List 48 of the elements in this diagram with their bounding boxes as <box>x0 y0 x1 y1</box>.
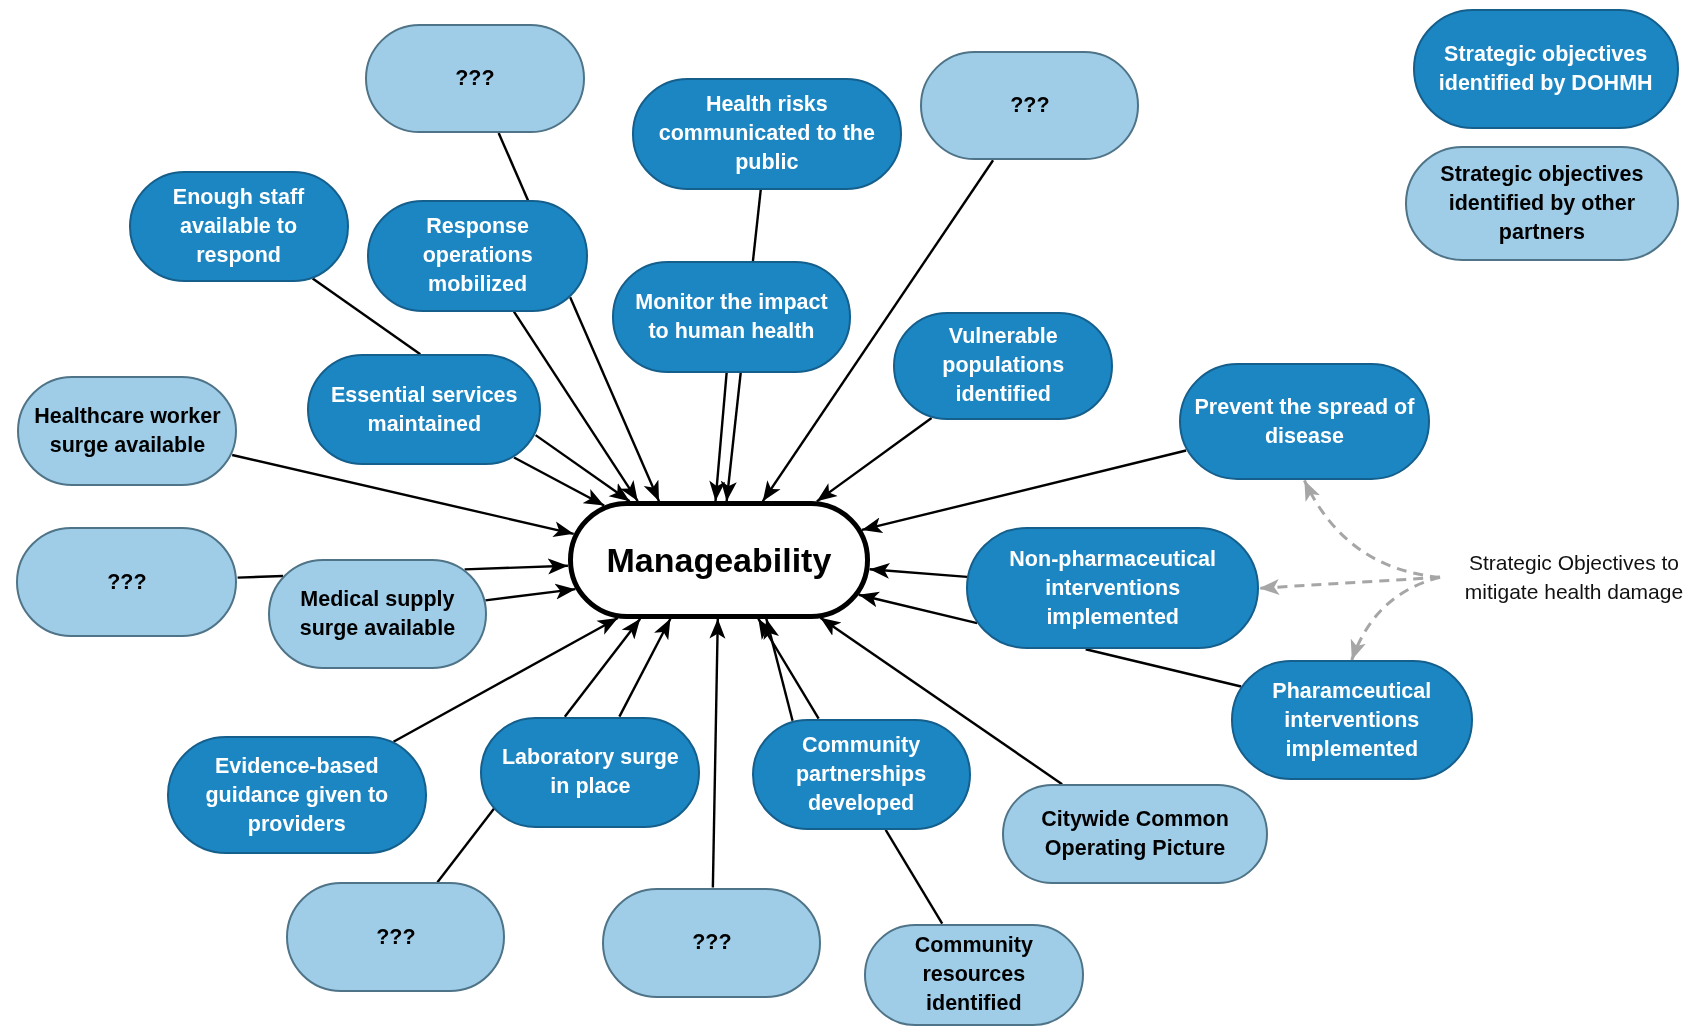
arrow <box>757 618 820 720</box>
arrow <box>819 616 1063 786</box>
arrow <box>858 591 978 625</box>
legend-text: Strategic objectives identified by other partners <box>1439 161 1645 247</box>
node-text: ??? <box>107 568 147 596</box>
arrow <box>720 372 742 502</box>
arrow <box>231 453 574 538</box>
node-text: Vulnerable populations identified <box>941 323 1066 409</box>
node-text: ??? <box>692 929 732 957</box>
arrow <box>563 617 642 718</box>
arrow <box>709 618 726 888</box>
arrow <box>392 616 619 743</box>
node-text: Manageability <box>606 539 832 580</box>
node-text: ??? <box>1010 92 1050 120</box>
arrow <box>618 618 672 718</box>
node-text: Response operations mobilized <box>421 213 534 299</box>
node-text: Community resources identified <box>913 932 1034 1018</box>
node-text: Monitor the impact to human health <box>634 288 829 345</box>
arrow <box>763 618 794 722</box>
node-text: Laboratory surge in place <box>500 744 680 801</box>
node-text: Non-pharmaceutical interventions implemented <box>1008 545 1218 631</box>
node-text: Community partnerships developed <box>794 731 928 817</box>
node-text: Pharamceutical interventions implemented <box>1271 677 1433 763</box>
arrow <box>761 159 995 503</box>
node-text: Healthcare worker surge available <box>33 402 222 459</box>
arrow <box>534 434 631 503</box>
dashed-arrow <box>1350 575 1441 661</box>
arrow <box>485 583 576 602</box>
node-text: Enough staff available to respond <box>171 184 306 270</box>
node-text: Evidence-based guidance given to providers <box>204 752 390 838</box>
central-concept-pill <box>567 501 871 619</box>
arrow <box>569 296 661 502</box>
arrow <box>869 562 968 579</box>
node-text: ??? <box>455 64 495 92</box>
arrow <box>464 558 568 575</box>
node-text: Essential services maintained <box>330 381 519 438</box>
arrow <box>512 310 639 502</box>
legend-text: Strategic objectives identified by DOHMH <box>1437 40 1654 97</box>
node-text: Health risks communicated to the public <box>657 91 876 177</box>
node-text: Medical supply surge available <box>298 585 457 642</box>
arrow <box>513 456 605 507</box>
arrow <box>816 417 933 503</box>
arrow <box>861 449 1187 533</box>
node-text: ??? <box>376 923 416 951</box>
node-text: Citywide Common Operating Picture <box>1040 806 1230 863</box>
arrow <box>709 372 728 502</box>
node-text: Prevent the spread of disease <box>1193 393 1416 450</box>
annotation-text: Strategic Objectives to mitigate health damage <box>1463 550 1685 606</box>
